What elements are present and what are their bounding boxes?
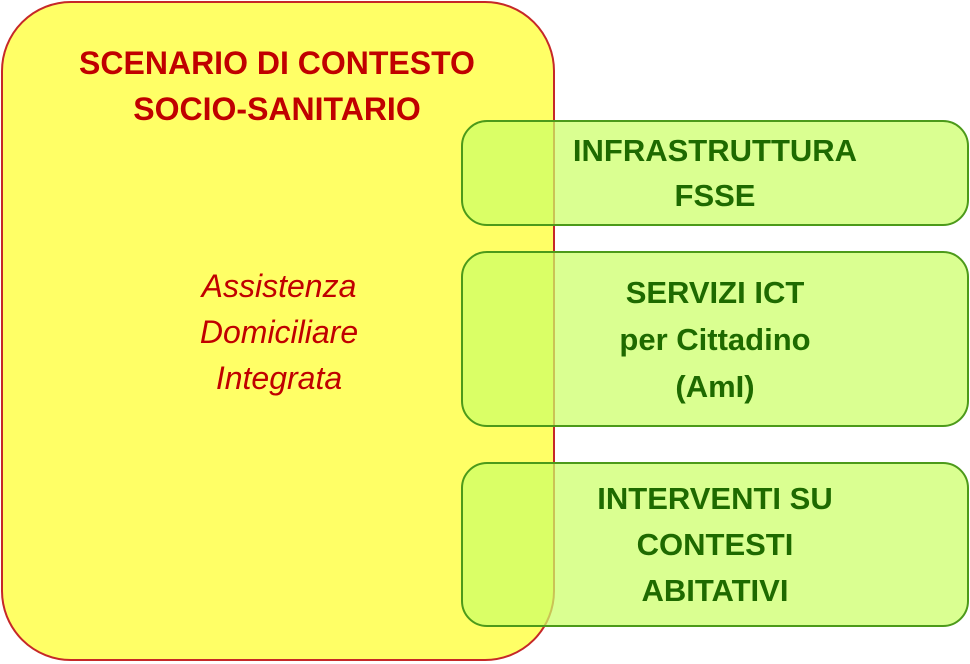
box-infrastruttura-fsse: INFRASTRUTTURA FSSE: [461, 120, 969, 226]
scenario-subtitle: Assistenza Domiciliare Integrata: [0, 263, 554, 401]
box-3-line-1: INTERVENTI SU: [597, 480, 833, 516]
box-1-line-1: INFRASTRUTTURA: [572, 133, 858, 168]
box-2-line-3: (AmI): [675, 368, 755, 404]
box-1-line-2: FSSE: [674, 178, 756, 213]
box-3-line-2: CONTESTI: [636, 526, 794, 562]
box-3-line-3: ABITATIVI: [641, 572, 789, 608]
scenario-title-line-1: SCENARIO DI CONTESTO: [79, 45, 475, 81]
box-2-line-1: SERVIZI ICT: [625, 274, 805, 310]
scenario-subtitle-line-3: Integrata: [215, 360, 343, 396]
scenario-title: SCENARIO DI CONTESTO SOCIO-SANITARIO: [0, 40, 554, 132]
scenario-title-line-2: SOCIO-SANITARIO: [133, 91, 421, 127]
box-2-line-2: per Cittadino: [619, 321, 811, 357]
box-interventi-contesti-abitativi: INTERVENTI SU CONTESTI ABITATIVI: [461, 462, 969, 627]
scenario-subtitle-line-2: Domiciliare: [199, 314, 359, 350]
scenario-subtitle-line-1: Assistenza: [201, 268, 357, 304]
box-servizi-ict: SERVIZI ICT per Cittadino (AmI): [461, 251, 969, 427]
